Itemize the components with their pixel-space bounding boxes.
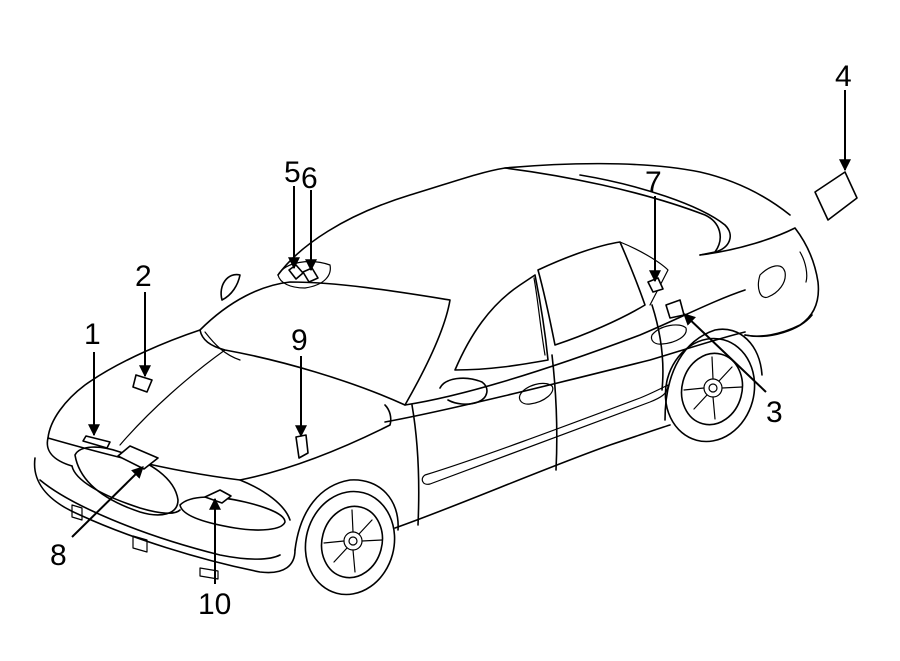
- fog-lamp-left: [71, 504, 83, 521]
- rear-wheel: [664, 337, 756, 443]
- decal-10: [204, 489, 232, 504]
- rear-bumper: [744, 314, 813, 338]
- decal-3: [665, 299, 685, 319]
- callout-5: 5: [284, 156, 301, 189]
- trunk-outline: [504, 167, 721, 256]
- rear-door-window: [537, 241, 646, 346]
- body-side: [404, 289, 746, 406]
- roof-outline: [277, 162, 791, 276]
- rear-panel: [699, 227, 820, 337]
- front-wheel: [304, 490, 396, 596]
- door-seam: [551, 354, 558, 471]
- leader-lines: [71, 90, 851, 584]
- front-bumper: [33, 457, 296, 574]
- callout-10: 10: [198, 588, 231, 621]
- callout-2: 2: [135, 260, 152, 293]
- license-plate-area: [132, 535, 148, 553]
- windshield: [199, 281, 451, 406]
- label-decals: [82, 171, 858, 504]
- front-door-handle: [518, 382, 554, 405]
- callout-6: 6: [301, 162, 318, 195]
- callout-7: 7: [645, 166, 662, 199]
- tail-lamp: [757, 265, 786, 299]
- front-fascia: [71, 465, 181, 514]
- decal-1: [82, 435, 111, 449]
- car-body: [33, 162, 820, 596]
- callout-8: 8: [50, 539, 67, 572]
- callout-9: 9: [291, 324, 308, 357]
- decal-4: [814, 171, 858, 221]
- decal-8: [117, 445, 159, 470]
- hood-outline: [47, 329, 392, 481]
- rocker-panel: [394, 424, 671, 529]
- decal-9: [295, 434, 309, 459]
- front-wheel-arch: [294, 479, 399, 551]
- right-headlamp: [179, 496, 286, 531]
- callout-1: 1: [84, 318, 101, 351]
- decal-6: [302, 267, 319, 283]
- side-mirror: [439, 377, 488, 405]
- callout-labels: 1 2 3 4 5 6 7 8 9 10: [50, 60, 852, 621]
- callout-3: 3: [766, 396, 783, 429]
- rear-wheel-arch: [664, 328, 763, 421]
- callout-4: 4: [835, 60, 852, 93]
- rear-spoiler: [579, 174, 731, 253]
- decal-5: [288, 264, 304, 280]
- decal-2: [132, 374, 153, 393]
- front-door-window: [454, 274, 549, 371]
- rear-door-handle: [650, 324, 687, 345]
- grille: [74, 446, 179, 516]
- left-side-mirror: [220, 273, 241, 301]
